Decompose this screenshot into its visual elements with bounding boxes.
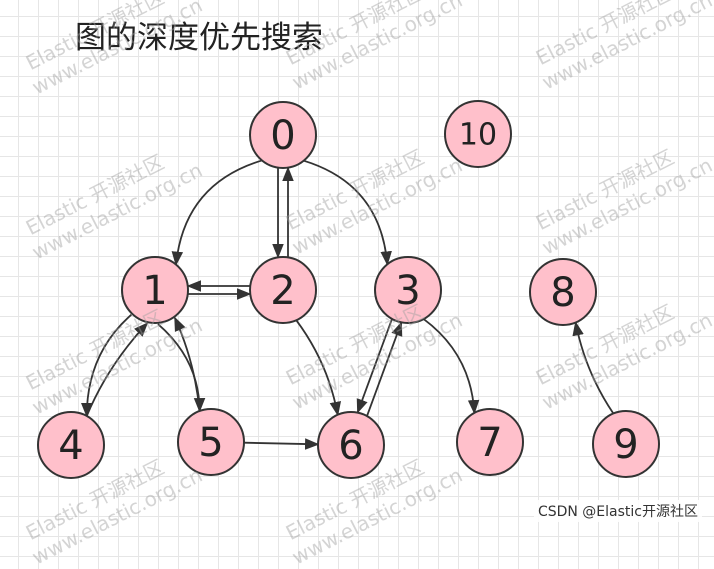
page-title: 图的深度优先搜索 <box>75 20 323 56</box>
node-8-label: 8 <box>550 270 575 316</box>
edge-2-to-6 <box>295 319 342 417</box>
node-0-circle <box>249 101 317 169</box>
edge-5-to-6 <box>243 438 320 450</box>
node-3-label: 3 <box>395 268 420 314</box>
edge-1-to-4 <box>81 314 132 418</box>
node-0: 0 <box>249 101 317 169</box>
node-2: 2 <box>249 256 317 324</box>
edge-5-to-1 <box>174 316 201 412</box>
node-2-circle <box>249 256 317 324</box>
edge-9-to-8 <box>572 321 615 415</box>
node-2-label: 2 <box>270 268 295 314</box>
node-9-circle <box>592 410 660 478</box>
node-8-circle <box>529 258 597 326</box>
edge-0-to-3 <box>303 159 392 266</box>
edge-3-to-6 <box>356 318 393 414</box>
node-3: 3 <box>374 256 442 324</box>
edge-3-to-7 <box>423 318 480 415</box>
edge-6-to-3 <box>366 321 403 417</box>
node-4: 4 <box>37 411 105 479</box>
node-5: 5 <box>177 408 245 476</box>
node-4-circle <box>37 411 105 479</box>
node-7-label: 7 <box>477 420 502 466</box>
node-7: 7 <box>456 408 524 476</box>
node-1-label: 1 <box>142 268 167 314</box>
node-7-circle <box>456 408 524 476</box>
node-1-circle <box>121 256 189 324</box>
nodes-layer: 0 1 2 3 4 5 6 7 8 9 10 <box>37 100 660 479</box>
edge-1-to-5 <box>157 323 206 413</box>
node-8: 8 <box>529 258 597 326</box>
node-3-circle <box>374 256 442 324</box>
node-0-label: 0 <box>270 113 295 159</box>
node-6-label: 6 <box>338 423 363 469</box>
edge-4-to-1 <box>85 322 149 417</box>
csdn-credit: CSDN @Elastic开源社区 <box>533 500 702 522</box>
node-4-label: 4 <box>58 423 83 469</box>
edge-0-to-1 <box>171 159 263 266</box>
dfs-graph-diagram: 0 1 2 3 4 5 6 7 8 9 10 <box>37 100 660 479</box>
node-5-circle <box>177 408 245 476</box>
node-5-label: 5 <box>198 420 223 466</box>
node-1: 1 <box>121 256 189 324</box>
node-10-label: 10 <box>459 118 497 153</box>
node-6-circle <box>317 411 385 479</box>
node-6: 6 <box>317 411 385 479</box>
node-10-circle <box>444 100 512 168</box>
node-10: 10 <box>444 100 512 168</box>
node-9: 9 <box>592 410 660 478</box>
node-9-label: 9 <box>613 422 638 468</box>
edges-layer <box>81 159 615 450</box>
